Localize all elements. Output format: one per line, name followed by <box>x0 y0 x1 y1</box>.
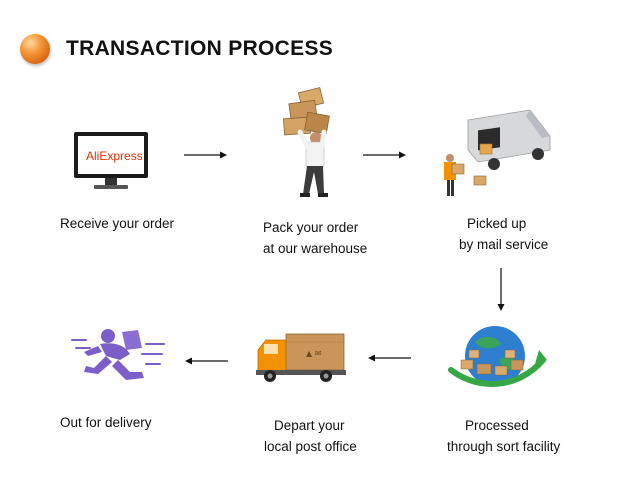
page-title: TRANSACTION PROCESS <box>66 37 334 60</box>
monitor-icon: AliExpress <box>74 132 148 189</box>
delivery-truck-icon: ▲ ✉ <box>256 333 346 382</box>
man-carrying-boxes-icon <box>283 87 330 197</box>
globe-sorting-icon <box>448 326 547 387</box>
arrow-down <box>497 268 505 311</box>
aliexpress-logo: AliExpress <box>86 149 143 163</box>
svg-text:▲ ✉: ▲ ✉ <box>306 349 321 358</box>
step-label-receive: Receive your order <box>60 216 175 231</box>
running-courier-icon <box>71 329 165 380</box>
arrow-right-1 <box>184 151 227 159</box>
header: TRANSACTION PROCESS <box>20 34 333 64</box>
step-label-picked-up: Picked up by mail service <box>459 216 549 252</box>
orange-bullet-icon <box>20 34 50 64</box>
arrow-right-2 <box>363 151 406 159</box>
mail-van-icon <box>444 109 551 196</box>
arrow-left-2 <box>185 357 228 365</box>
step-label-out-for-delivery: Out for delivery <box>60 415 152 430</box>
step-label-depart: Depart your local post office <box>264 418 357 454</box>
step-label-processed: Processed through sort facility <box>447 418 561 454</box>
arrow-left-1 <box>368 354 411 362</box>
step-label-pack: Pack your order at our warehouse <box>263 220 368 256</box>
